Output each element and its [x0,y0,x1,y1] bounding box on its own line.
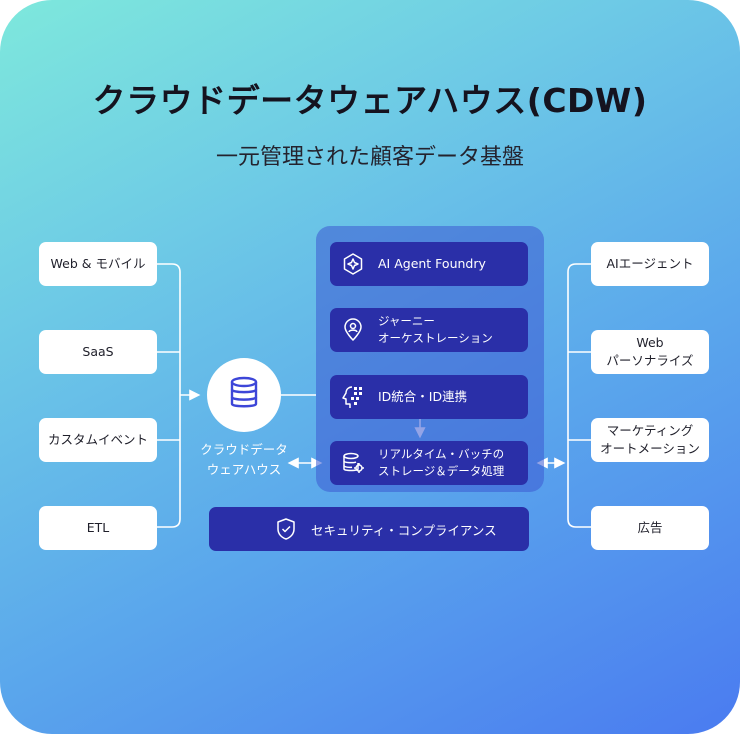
person-location-icon [340,318,366,342]
module-label: リアルタイム・バッチの ストレージ＆データ処理 [378,447,505,478]
cdw-hub-label: クラウドデータ ウェアハウス [200,442,288,477]
page-title: クラウドデータウェアハウス(CDW) [92,81,648,120]
module-label: ジャーニー オーケストレーション [378,314,493,345]
database-gear-icon [340,451,366,475]
database-icon [229,376,259,414]
ai-agent-icon [340,252,366,276]
cdw-hub [207,358,281,432]
module-journey-orchestration: ジャーニー オーケストレーション [330,308,528,352]
ai-head-icon [340,384,366,410]
output-marketing-automation: マーケティング オートメーション [591,418,709,462]
module-id-resolution: ID統合・ID連携 [330,375,528,419]
module-label: ID統合・ID連携 [378,389,468,404]
source-web-mobile: Web & モバイル [39,242,157,286]
security-label: セキュリティ・コンプライアンス [311,522,497,538]
output-connector [567,263,591,528]
module-label: AI Agent Foundry [378,256,486,271]
source-etl: ETL [39,506,157,550]
source-custom-event: カスタムイベント [39,418,157,462]
security-compliance-bar: セキュリティ・コンプライアンス [209,507,529,551]
output-ai-agent: AIエージェント [591,242,709,286]
output-web-personalize: Web パーソナライズ [591,330,709,374]
module-storage-processing: リアルタイム・バッチの ストレージ＆データ処理 [330,441,528,485]
output-advertising: 広告 [591,506,709,550]
shield-check-icon [275,517,297,541]
source-connector [157,263,181,528]
source-saas: SaaS [39,330,157,374]
module-ai-agent-foundry: AI Agent Foundry [330,242,528,286]
page-subtitle: 一元管理された顧客データ基盤 [215,145,524,170]
